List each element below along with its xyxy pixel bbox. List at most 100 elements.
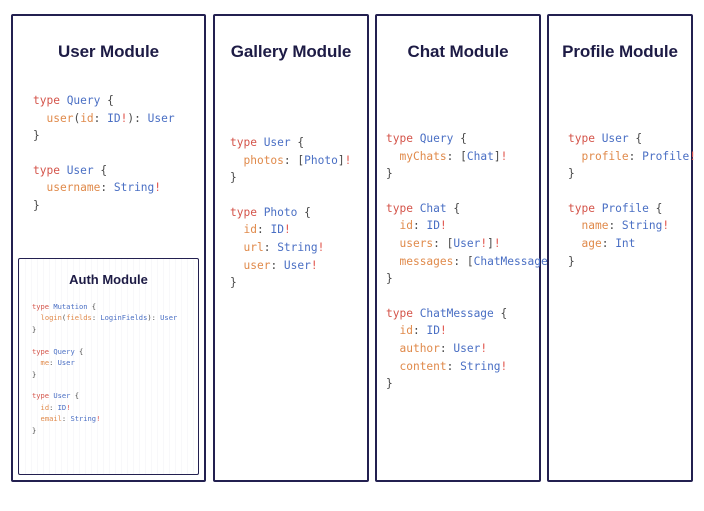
code-line: type User {: [230, 134, 359, 152]
code-token-kw: type: [230, 205, 264, 219]
code-token-bang: !: [500, 149, 508, 163]
module-card-chat[interactable]: Chat Module type Query { myChats: [Chat]…: [375, 14, 561, 482]
code-token-field: myChats: [399, 149, 447, 163]
code-token-kw: type: [386, 201, 420, 215]
code-token-punct: (: [73, 111, 81, 125]
code-token-punct: [386, 324, 399, 337]
module-card-user[interactable]: User Module type Query { user(id: ID!): …: [11, 14, 206, 482]
code-line: author: User!: [386, 340, 534, 358]
code-token-punct: [386, 219, 399, 232]
code-line: myChats: [Chat]!: [386, 148, 534, 166]
code-token-kw: type: [230, 136, 264, 149]
code-line: }: [33, 127, 190, 145]
code-line: type User {: [32, 390, 192, 401]
module-card-auth[interactable]: Auth Module type Mutation { login(fields…: [18, 258, 199, 475]
code-line: type Chat {: [386, 200, 534, 218]
code-token-punct: {: [87, 302, 97, 311]
code-block: type Mutation { login(fields: LoginField…: [32, 301, 192, 335]
code-token-kw: type: [386, 132, 420, 145]
code-line: user(id: ID!): User: [33, 110, 190, 128]
code-token-type: ID: [426, 324, 440, 338]
code-token-punct: }: [33, 198, 40, 212]
code-token-punct: }: [32, 369, 37, 379]
code-token-type: User: [453, 341, 481, 355]
code-token-type: User: [160, 313, 178, 323]
code-token-field: username: [46, 181, 101, 195]
code-token-punct: }: [386, 272, 393, 286]
code-token-punct: [568, 219, 581, 232]
code-token-type: ID: [270, 223, 284, 237]
code-line: }: [32, 369, 192, 380]
code-token-punct: [568, 237, 581, 250]
code-token-punct: :: [100, 181, 114, 195]
code-line: }: [230, 169, 359, 187]
code-token-type: String: [70, 414, 97, 424]
code-block: type Query { user(id: ID!): User}: [33, 92, 190, 145]
code-token-bang: !: [480, 236, 488, 250]
module-code-gallery: type User { photos: [Photo]!}type Photo …: [230, 134, 359, 292]
code-token-punct: ):: [147, 313, 161, 323]
module-title-gallery: Gallery Module: [230, 42, 352, 61]
code-token-type: Query: [53, 346, 75, 356]
code-token-punct: [32, 313, 41, 322]
code-token-type: Mutation: [53, 302, 88, 311]
code-token-bang: !: [689, 149, 697, 163]
code-token-punct: :: [433, 236, 447, 250]
code-token-field: id: [243, 223, 257, 237]
code-token-type: User: [147, 111, 175, 125]
code-token-punct: }: [33, 129, 40, 143]
code-line: photos: [Photo]!: [230, 152, 359, 170]
code-line: login(fields: LoginFields): User: [32, 312, 192, 323]
code-line: type Query {: [386, 130, 534, 148]
code-token-punct: {: [100, 94, 114, 107]
code-token-punct: [230, 154, 243, 167]
code-block: type ChatMessage { id: ID! author: User!…: [386, 305, 534, 393]
code-token-punct: [386, 255, 399, 268]
code-token-type: ChatMessage: [473, 254, 548, 268]
code-token-type: Chat: [466, 149, 494, 163]
code-token-type: Int: [615, 236, 636, 250]
module-title-auth: Auth Module: [69, 272, 148, 287]
code-token-kw: type: [568, 132, 602, 145]
code-token-bang: !: [439, 219, 447, 233]
code-line: messages: [ChatMessage]!: [386, 253, 561, 271]
code-token-punct: [32, 414, 41, 423]
module-card-profile[interactable]: Profile Module type User { profile: Prof…: [547, 14, 696, 482]
code-line: }: [386, 165, 534, 183]
code-block: type User { photos: [Photo]!}: [230, 134, 359, 187]
code-line: id: ID!: [386, 322, 534, 340]
code-token-type: String: [113, 181, 155, 195]
code-block: type User { profile: Profile!}: [568, 130, 696, 183]
module-title-user: User Module: [58, 42, 159, 61]
code-token-punct: :: [453, 254, 467, 268]
code-token-type: User: [263, 136, 291, 149]
code-token-punct: :: [49, 358, 58, 368]
code-token-type: User: [453, 236, 481, 250]
code-token-punct: (: [61, 313, 67, 323]
code-token-type: String: [621, 219, 663, 233]
code-token-field: photos: [243, 153, 284, 167]
code-token-punct: [: [460, 149, 467, 163]
code-token-bang: !: [344, 153, 352, 167]
module-code-user: type Query { user(id: ID!): User}type Us…: [33, 92, 190, 215]
module-card-gallery[interactable]: Gallery Module type User { photos: [Phot…: [213, 14, 369, 482]
code-token-punct: {: [493, 306, 508, 320]
code-token-field: messages: [399, 254, 454, 268]
code-token-punct: {: [446, 201, 461, 215]
code-token-field: login: [40, 313, 62, 323]
code-line: }: [230, 274, 359, 292]
code-token-type: Photo: [304, 153, 338, 167]
code-token-punct: :: [270, 258, 284, 272]
code-token-bang: !: [480, 341, 488, 355]
module-code-auth: type Mutation { login(fields: LoginField…: [32, 301, 192, 436]
code-line: age: Int: [568, 235, 685, 253]
code-token-punct: [32, 403, 41, 412]
code-token-kw: type: [386, 306, 420, 320]
code-block: type Chat { id: ID! users: [User!]! mess…: [386, 200, 561, 288]
code-token-field: id: [80, 111, 94, 125]
code-token-kw: type: [32, 391, 54, 401]
code-token-field: name: [581, 219, 609, 233]
code-token-punct: :: [61, 414, 71, 424]
code-token-kw: type: [33, 94, 67, 107]
code-token-punct: {: [628, 132, 643, 145]
